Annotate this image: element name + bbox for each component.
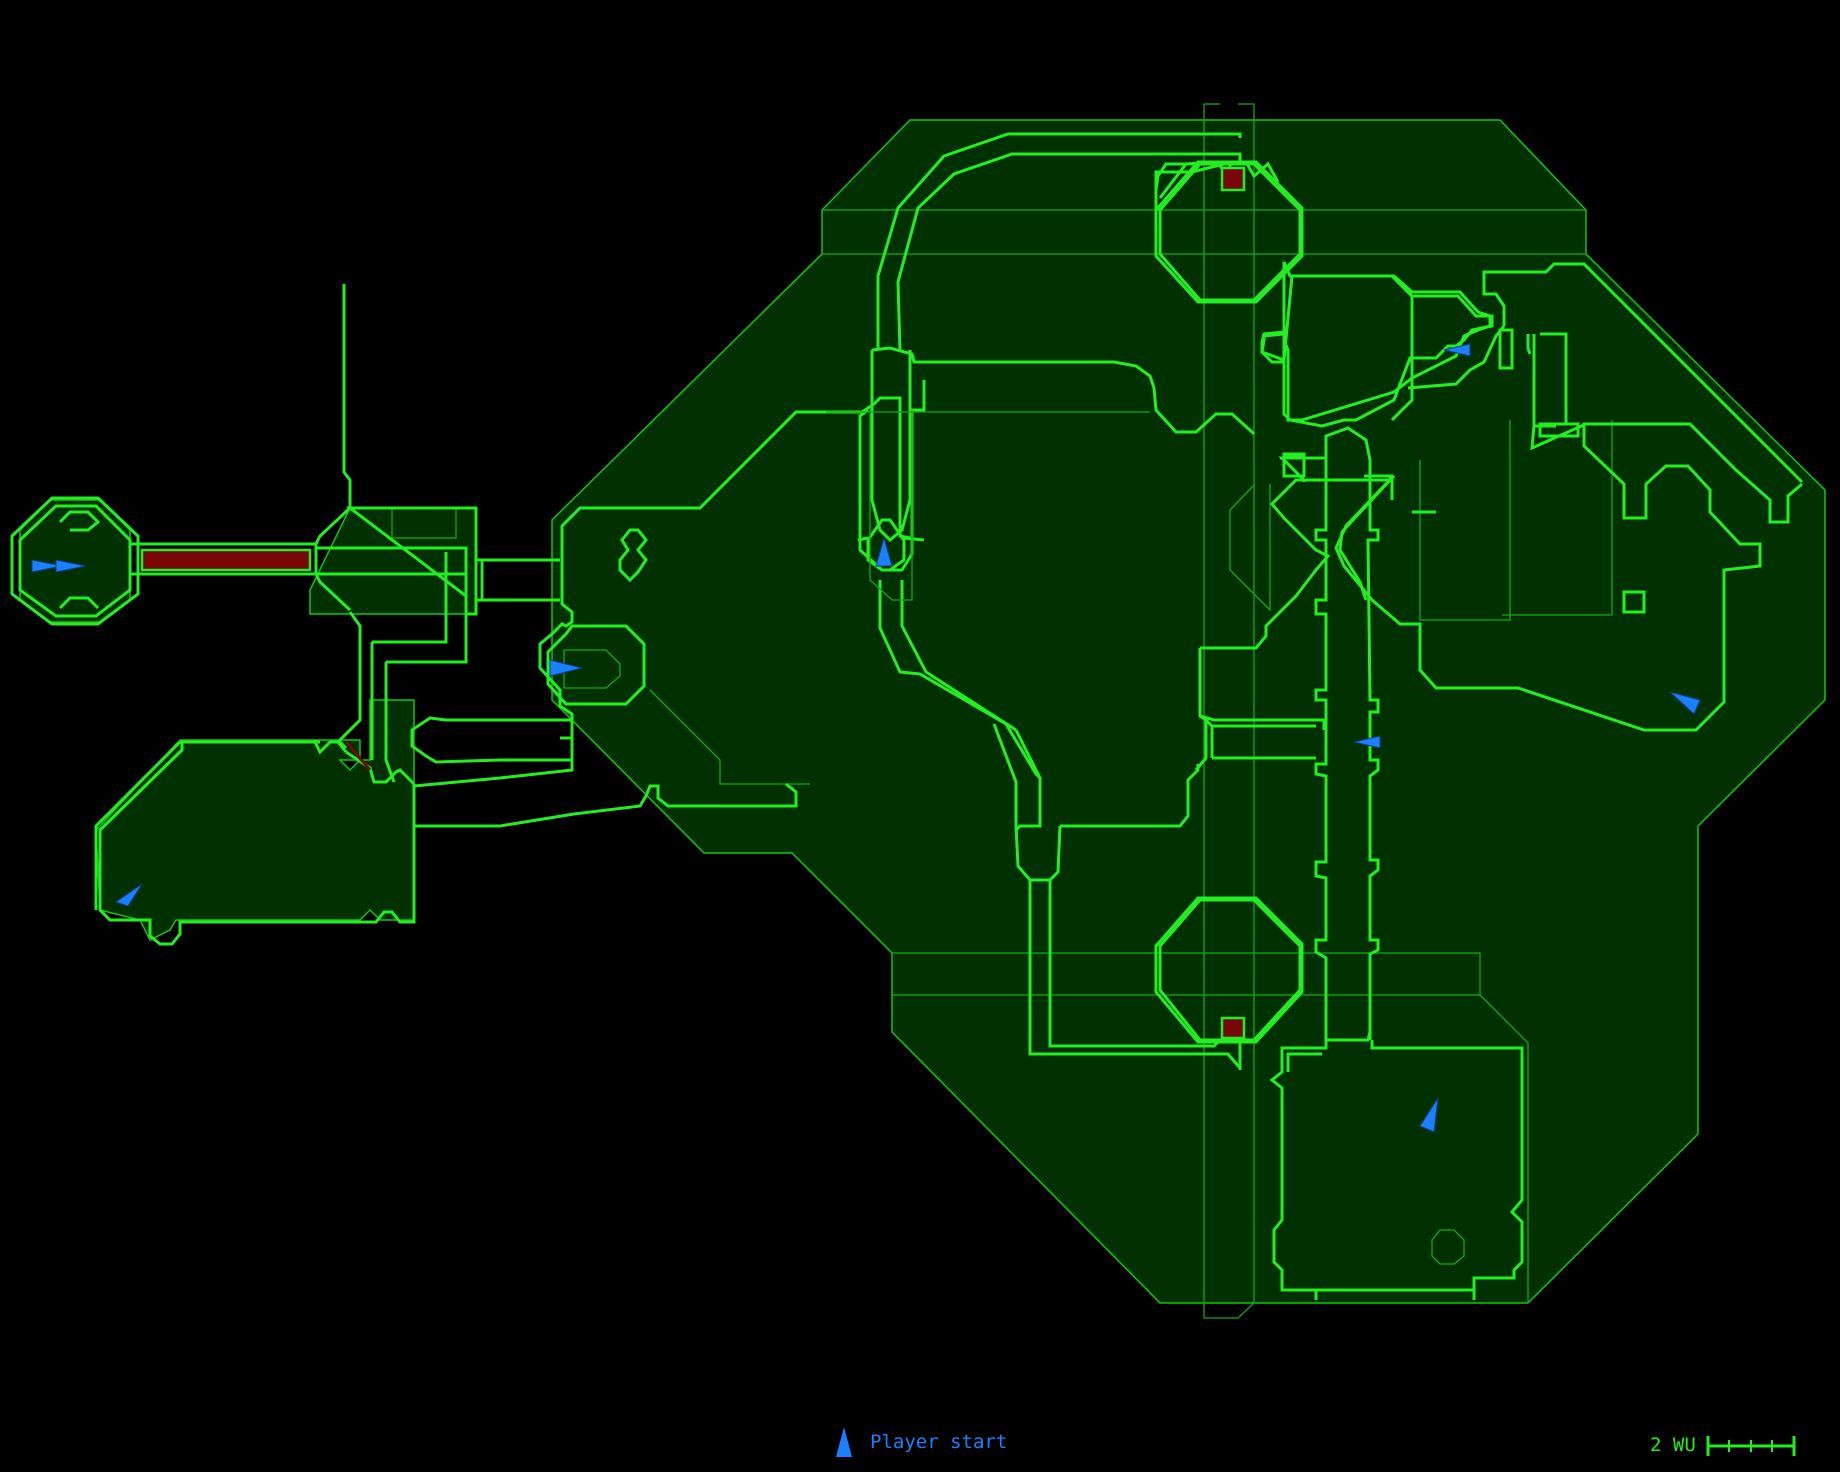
west-passages <box>94 506 798 946</box>
player-start-icon <box>836 1427 852 1457</box>
player-start-marker <box>31 559 63 573</box>
north-corridors <box>826 132 1256 1070</box>
west-octagon-room <box>10 496 140 626</box>
central-hall <box>1154 160 1304 1044</box>
south-door <box>1220 1016 1246 1040</box>
player-start-marker <box>1353 735 1381 749</box>
scale-label: 2 WU <box>1650 1434 1696 1456</box>
player-start-marker <box>1669 691 1701 715</box>
north-east-room <box>1260 274 1514 428</box>
player-start-marker <box>549 659 583 677</box>
north-door <box>1220 166 1246 192</box>
locked-door <box>140 548 312 572</box>
west-door-corridor <box>128 284 352 612</box>
player-start-marker <box>1419 1097 1439 1133</box>
south-east-room <box>1269 1032 1524 1300</box>
player-start-marker <box>1443 343 1471 357</box>
scale-ruler-icon <box>1706 1436 1796 1456</box>
player-start-marker <box>875 536 893 567</box>
legend-label: Player start <box>870 1431 1008 1453</box>
player-start-marker <box>55 559 87 573</box>
scale-bar: 2 WU <box>1650 1432 1830 1460</box>
player-starts <box>31 343 1701 1133</box>
west-compound <box>19 499 477 942</box>
player-start-marker <box>114 883 143 907</box>
legend: Player start <box>834 1424 1074 1460</box>
